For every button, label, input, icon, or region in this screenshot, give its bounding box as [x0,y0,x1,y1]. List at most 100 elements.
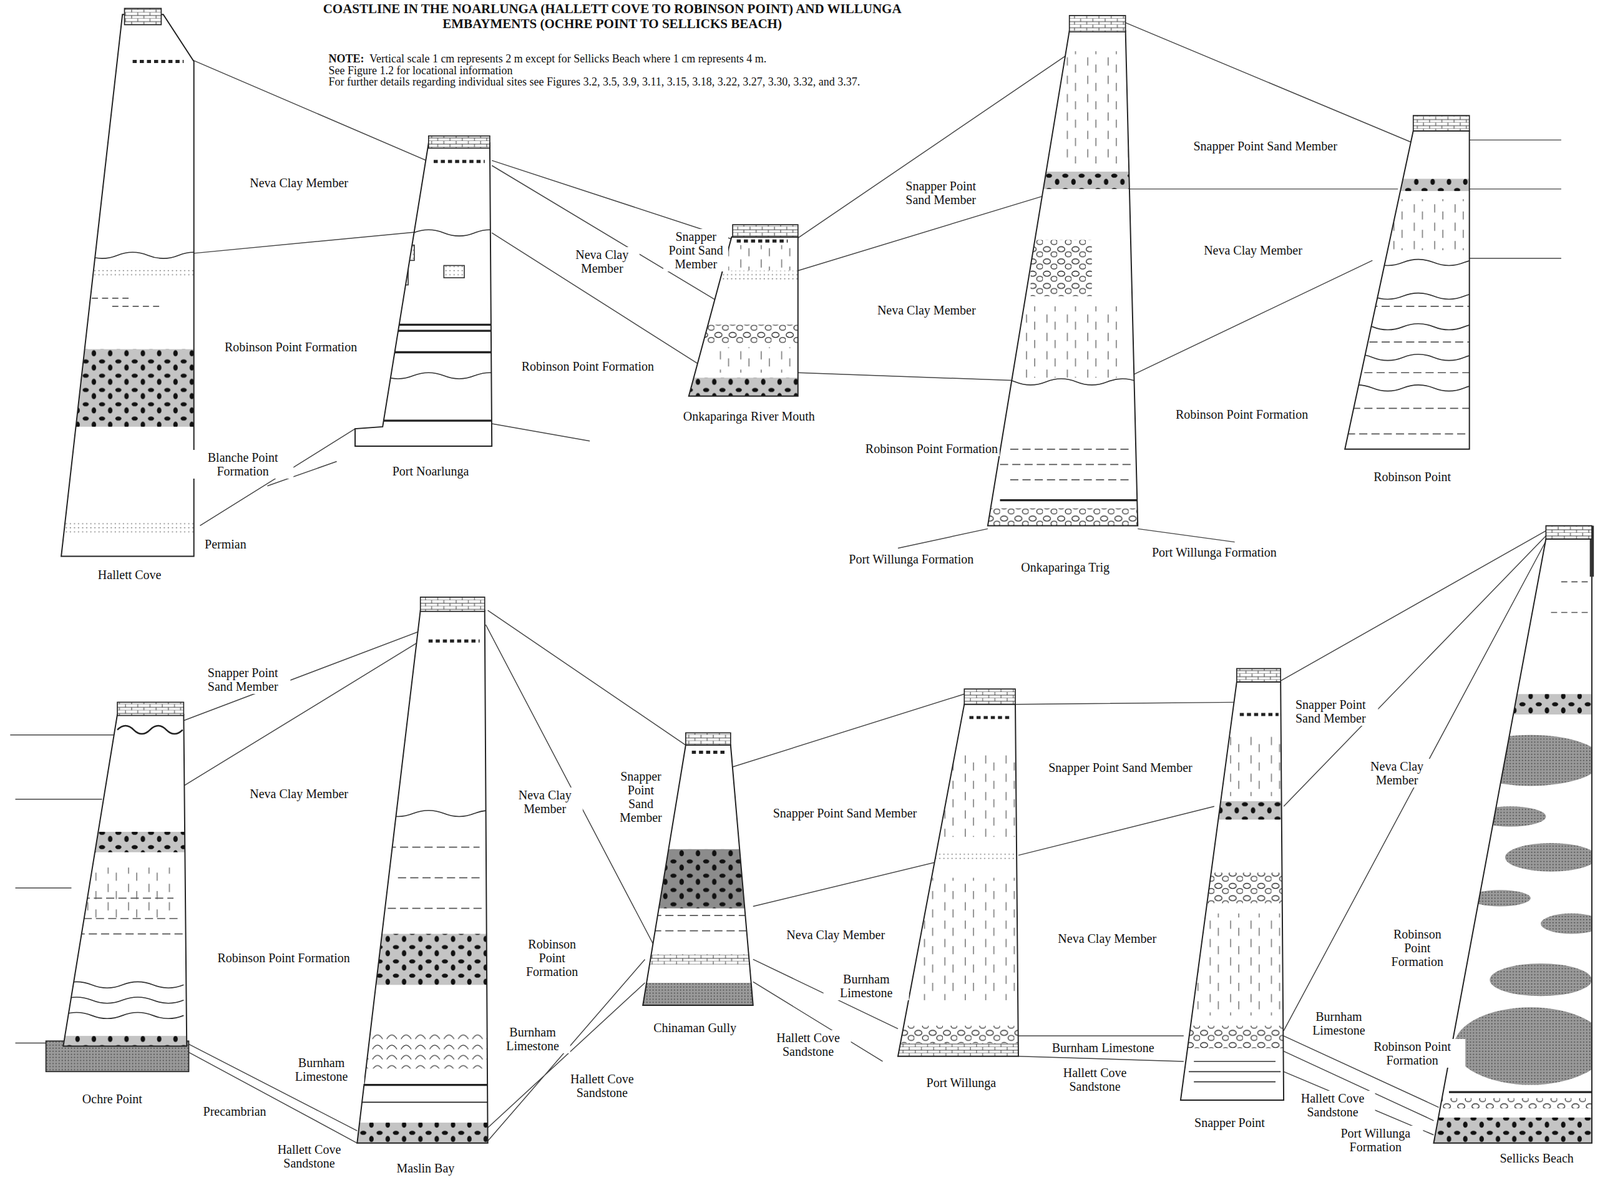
strata-rect [1236,668,1281,682]
strata-rect [351,137,495,450]
strata-path [351,810,505,817]
unit-label: Burnham Limestone [1296,1009,1382,1038]
unit-label: Port Noarlunga [390,463,472,479]
strata-rect [1428,1098,1597,1109]
unit-label: Burnham Limestone [1050,1040,1157,1056]
strata-rect [732,224,799,238]
unit-label: Neva Clay Member [507,787,583,817]
strata-polygon [1180,682,1284,1101]
strata-rect [918,878,1021,1001]
strata-rect [1020,306,1123,378]
strata-rect [1069,15,1126,32]
unit-label: Burnham Limestone [823,971,910,1001]
strata-rect [1387,199,1470,251]
diagram-title: COASTLINE IN THE NOARLUNGA (HALLETT COVE… [300,1,925,32]
unit-label: Snapper Point Sand Member [771,805,920,821]
strata-rect [124,8,161,25]
strata-g [892,702,1021,1059]
strata-rect [351,934,490,986]
strata-path [969,715,1010,719]
strata-polygon [356,610,488,1144]
strata-g [1173,678,1288,1103]
correlation-lines [9,22,1562,1143]
strata-path [1341,259,1495,392]
unit-label: Robinson Point Formation [1359,1039,1466,1068]
unit-label: Hallett Cove Sandstone [1052,1065,1138,1094]
strata-path [117,725,183,734]
strata-polygon [355,142,492,447]
strata-ellipse [1458,735,1600,787]
unit-label: Maslin Bay [394,1160,457,1176]
strata-ellipse [1540,913,1600,935]
unit-label: Hallett Cove [96,567,164,583]
strata-rect [1428,1117,1597,1144]
strata-rect [892,1025,1021,1044]
unit-label: Neva Clay Member [247,175,351,191]
unit-label: Permian [202,536,249,552]
strata-g [351,607,505,1146]
strata-g [984,28,1143,529]
strata-ellipse [1453,1007,1600,1085]
strata-rect [81,867,174,919]
strata-path [692,750,727,754]
unit-label: Snapper Point Sand Member [1046,760,1195,776]
strata-path [56,252,210,259]
strata-rect [918,755,1021,837]
strata-path [1000,449,1134,480]
strata-rect [892,851,1021,860]
strata-rect [61,712,189,1050]
strata-path [61,981,184,1019]
strata-polygon [63,714,187,1046]
strata-rect [56,12,200,559]
strata-ellipse [1505,843,1597,872]
strata-rect [1030,240,1093,297]
strata-path [71,897,184,934]
strata-polygon [1344,131,1469,450]
strata-rect [892,702,1021,1059]
strata-rect [1193,735,1286,797]
strata-rect [1341,127,1475,453]
strata-rect [1061,51,1133,164]
strata-rect [964,688,1016,705]
note-text: For further details regarding individual… [328,76,861,90]
unit-label: Neva Clay Member [875,302,978,318]
unit-label: Robinson Point Formation [215,950,352,966]
strata-path [356,1102,488,1104]
strata-polygon [897,704,1019,1057]
strata-path [653,915,751,932]
unit-label: Onkaparinga Trig [1019,559,1112,575]
strata-polygon [61,14,195,557]
strata-path [387,847,485,909]
unit-label: Hallett Cove Sandstone [559,1071,645,1101]
unit-label: Neva Clay Member [1201,242,1305,258]
strata-path [1551,581,1592,613]
strata-g [351,137,505,450]
strata-rect [984,171,1143,190]
unit-label: Snapper Point Sand Member [1191,138,1340,154]
strata-path [1346,306,1469,434]
strata-path [189,22,1562,548]
strata-g [56,12,210,559]
strata-rect [683,270,802,281]
unit-label: Burnham Limestone [494,1024,570,1054]
strata-rect [1545,525,1592,539]
strata-rect [637,849,756,909]
strata-path [984,378,1138,386]
strata-rect [351,1122,490,1144]
unit-label: Snapper Point Sand Member [902,178,978,208]
strata-rect [892,1043,1021,1057]
strata-rect [1175,678,1288,1103]
strata-rect [1173,801,1286,820]
note-text: NOTE: [328,53,365,66]
unit-label: Hallett Cove Sandstone [1289,1090,1376,1120]
strata-rect [984,28,1143,529]
unit-label: Blanche Point Formation [192,449,294,479]
strata-rect [683,377,802,396]
strata-rect [351,607,490,1146]
unit-label: Snapper Point Sand Member [195,665,291,694]
unit-label: Neva Clay Member [1055,931,1159,947]
strata-path [351,229,505,236]
unit-label: Port Willunga [924,1075,999,1091]
strata-rect [428,136,490,149]
